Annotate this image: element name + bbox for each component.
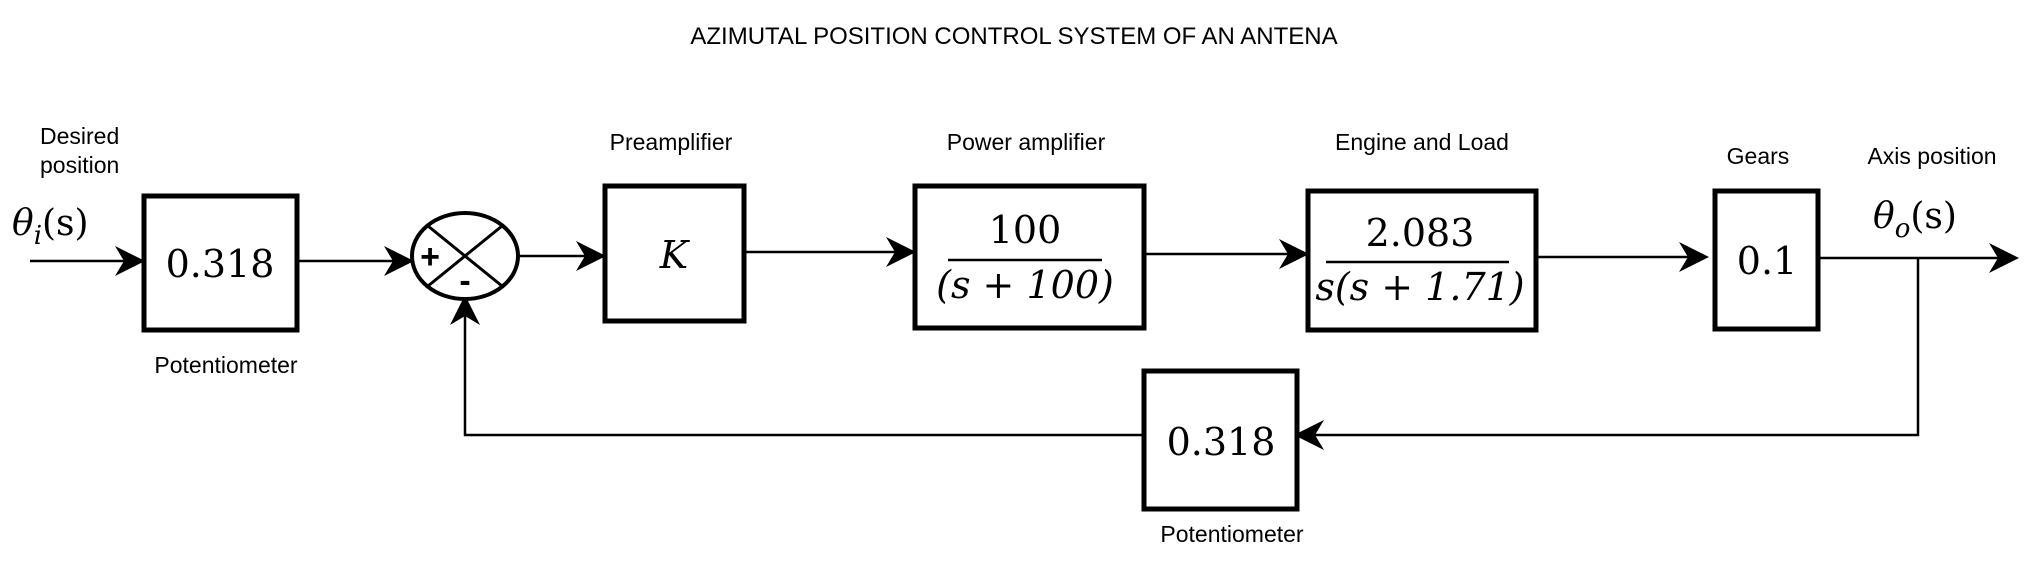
- engine-load-numerator: 2.083: [1366, 211, 1475, 255]
- engine-load-label: Engine and Load: [1335, 129, 1509, 155]
- feedback-line-to-pot: [1294, 258, 1920, 450]
- power-amplifier-numerator: 100: [989, 208, 1062, 252]
- potentiometer-feedback-block: [1141, 368, 1300, 512]
- input-signal: θi(s): [12, 203, 89, 251]
- desired-position-label-line1: Desired: [40, 123, 119, 149]
- summing-minus-sign: -: [459, 262, 470, 300]
- preamplifier-block: [602, 183, 747, 324]
- preamplifier-gain: K: [659, 233, 691, 277]
- feedback-line-to-sum: [450, 295, 1143, 437]
- potentiometer-feedback-label: Potentiometer: [1160, 521, 1304, 547]
- potentiometer-input-block: [141, 193, 300, 333]
- axis-position-label: Axis position: [1867, 143, 1996, 169]
- diagram-title: AZIMUTAL POSITION CONTROL SYSTEM OF AN A…: [690, 23, 1337, 50]
- summing-plus-sign: +: [420, 238, 440, 276]
- gears-block: [1712, 188, 1821, 332]
- summing-junction: + -: [410, 211, 520, 301]
- power-amplifier-label: Power amplifier: [947, 129, 1106, 155]
- gears-label: Gears: [1727, 143, 1790, 169]
- potentiometer-feedback-gain: 0.318: [1167, 420, 1276, 464]
- power-amplifier-denominator: (s + 100): [936, 263, 1114, 307]
- engine-load-denominator: s(s + 1.71): [1315, 265, 1524, 309]
- preamplifier-label: Preamplifier: [610, 129, 733, 155]
- desired-position-label-line2: position: [40, 152, 119, 178]
- engine-load-block: [1305, 188, 1539, 333]
- gears-gain: 0.1: [1737, 239, 1797, 283]
- potentiometer-input-gain: 0.318: [166, 242, 275, 286]
- potentiometer-input-label: Potentiometer: [154, 352, 298, 378]
- power-amplifier-block: [912, 183, 1147, 331]
- output-signal: θo(s): [1873, 196, 1957, 244]
